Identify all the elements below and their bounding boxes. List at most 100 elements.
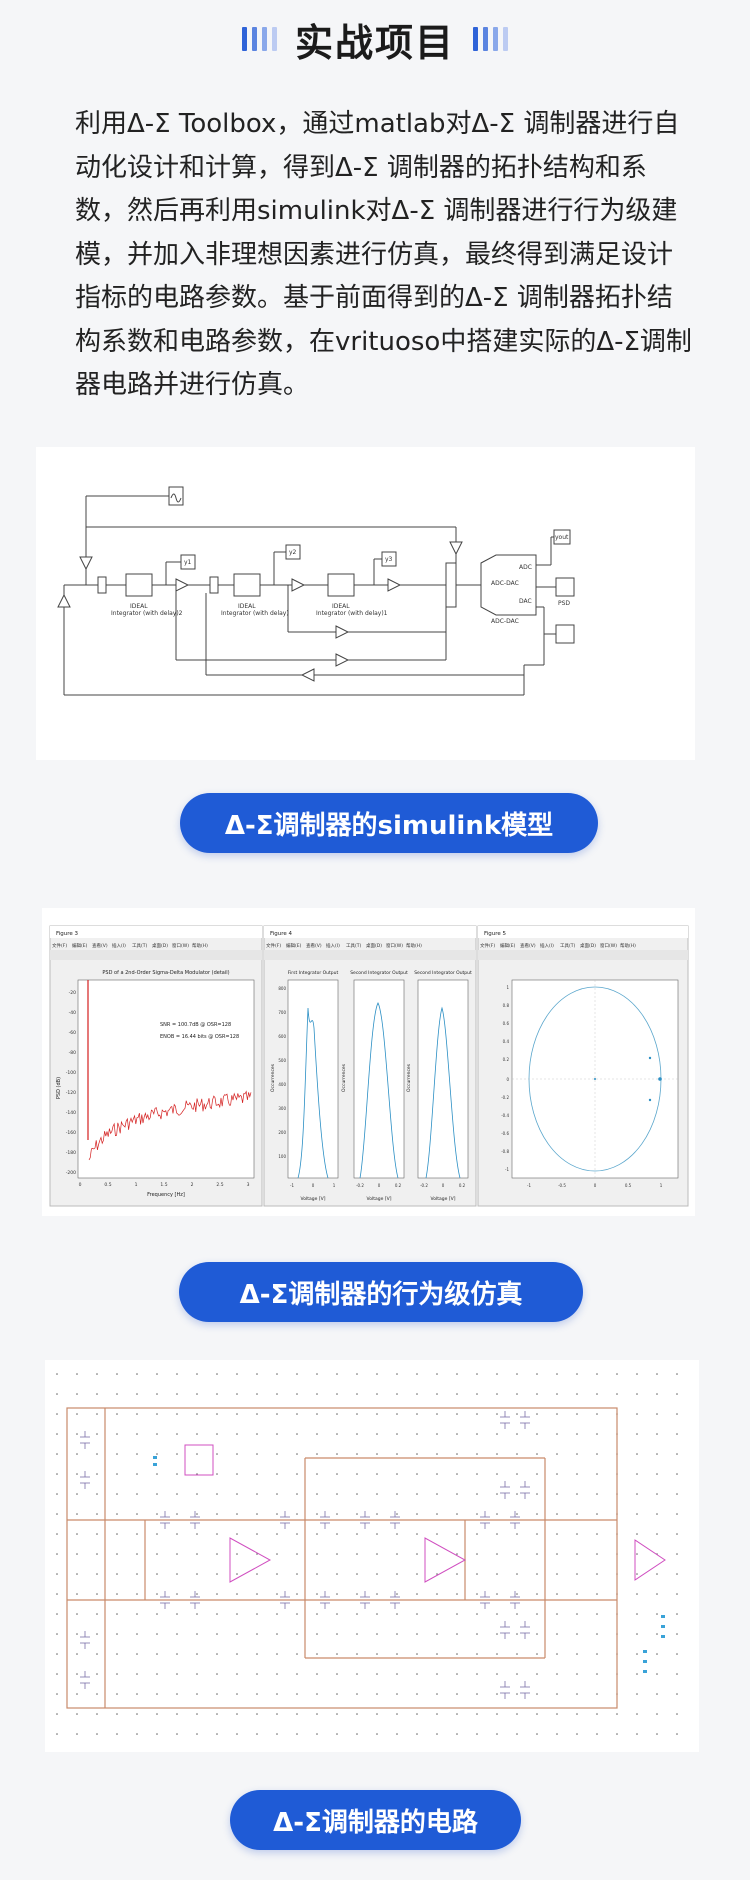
grid-dot [376, 1733, 378, 1735]
circuit-schematic-image [45, 1360, 699, 1752]
grid-dot [256, 1413, 258, 1415]
hist1-xlabel: Voltage [V] [301, 1196, 326, 1202]
psd-ytick: -40 [69, 1010, 76, 1016]
grid-dot [516, 1613, 518, 1615]
menu-item[interactable]: 工具(T) [346, 943, 362, 949]
grid-dot [336, 1493, 338, 1495]
grid-dot [216, 1493, 218, 1495]
menu-item[interactable]: 编辑(E) [286, 942, 302, 949]
grid-dot [376, 1633, 378, 1635]
grid-dot [276, 1573, 278, 1575]
grid-dot [476, 1373, 478, 1375]
grid-dot [236, 1393, 238, 1395]
menu-item[interactable]: 编辑(E) [72, 942, 88, 949]
grid-dot [316, 1393, 318, 1395]
grid-dot [136, 1733, 138, 1735]
hist1-ylabel: Occurrences [270, 1063, 276, 1092]
grid-dot [196, 1653, 198, 1655]
grid-dot [196, 1593, 198, 1595]
grid-dot [216, 1593, 218, 1595]
grid-dot [156, 1393, 158, 1395]
grid-dot [76, 1633, 78, 1635]
grid-dot [196, 1533, 198, 1535]
grid-dot [476, 1513, 478, 1515]
grid-dot [136, 1653, 138, 1655]
grid-dot [556, 1733, 558, 1735]
menu-item[interactable]: 查看(V) [306, 942, 322, 949]
menu-item[interactable]: 工具(T) [132, 943, 148, 949]
menu-item[interactable]: 查看(V) [92, 942, 108, 949]
grid-dot [196, 1693, 198, 1695]
grid-dot [396, 1673, 398, 1675]
grid-dot [596, 1473, 598, 1475]
grid-dot [556, 1633, 558, 1635]
menu-item[interactable]: 插入(I) [112, 942, 126, 949]
grid-dot [136, 1373, 138, 1375]
grid-dot [76, 1493, 78, 1495]
grid-dot [536, 1413, 538, 1415]
grid-dot [396, 1373, 398, 1375]
hist-ytick: 400 [278, 1082, 286, 1087]
grid-dot [276, 1713, 278, 1715]
menu-item[interactable]: 帮助(H) [192, 942, 208, 949]
grid-dot [436, 1733, 438, 1735]
menu-item[interactable]: 桌面(D) [580, 942, 596, 949]
grid-dot [636, 1673, 638, 1675]
pz-ytick: -0.4 [501, 1113, 509, 1118]
grid-dot [156, 1413, 158, 1415]
grid-dot [676, 1513, 678, 1515]
menu-item[interactable]: 窗口(W) [600, 942, 617, 949]
grid-dot [476, 1633, 478, 1635]
menu-item[interactable]: 插入(I) [540, 942, 554, 949]
grid-dot [196, 1493, 198, 1495]
menu-item[interactable]: 桌面(D) [366, 942, 382, 949]
menu-item[interactable]: 文件(F) [52, 942, 67, 949]
grid-dot [596, 1433, 598, 1435]
pz-ytick: 0.6 [503, 1021, 510, 1026]
y3-label: y3 [385, 556, 393, 563]
grid-dot [256, 1493, 258, 1495]
menu-item[interactable]: 帮助(H) [406, 942, 422, 949]
grid-dot [596, 1653, 598, 1655]
grid-dot [396, 1473, 398, 1475]
hist2-xlabel: Voltage [V] [367, 1196, 392, 1202]
grid-dot [256, 1453, 258, 1455]
grid-dot [456, 1713, 458, 1715]
menu-item[interactable]: 窗口(W) [172, 942, 189, 949]
grid-dot [576, 1413, 578, 1415]
grid-dot [436, 1633, 438, 1635]
menu-item[interactable]: 查看(V) [520, 942, 536, 949]
grid-dot [196, 1613, 198, 1615]
grid-dot [456, 1593, 458, 1595]
grid-dot [156, 1593, 158, 1595]
menu-item[interactable]: 桌面(D) [152, 942, 168, 949]
grid-dot [156, 1513, 158, 1515]
grid-dot [436, 1373, 438, 1375]
grid-dot [536, 1393, 538, 1395]
grid-dot [216, 1373, 218, 1375]
grid-dot [636, 1713, 638, 1715]
pz-ytick: -0.6 [501, 1131, 509, 1136]
menu-item[interactable]: 帮助(H) [620, 942, 636, 949]
grid-dot [316, 1613, 318, 1615]
menu-item[interactable]: 编辑(E) [500, 942, 516, 949]
grid-dot [636, 1453, 638, 1455]
grid-dot [176, 1453, 178, 1455]
grid-dot [596, 1533, 598, 1535]
grid-dot [516, 1673, 518, 1675]
menu-item[interactable]: 工具(T) [560, 943, 576, 949]
grid-dot [656, 1573, 658, 1575]
grid-dot [556, 1613, 558, 1615]
grid-dot [376, 1453, 378, 1455]
hist3-xtick: 0.2 [459, 1183, 466, 1188]
grid-dot [96, 1533, 98, 1535]
menu-item[interactable]: 窗口(W) [386, 942, 403, 949]
grid-dot [296, 1593, 298, 1595]
grid-dot [56, 1673, 58, 1675]
menu-item[interactable]: 文件(F) [266, 942, 281, 949]
header-bar [493, 27, 498, 51]
menu-item[interactable]: 插入(I) [326, 942, 340, 949]
psd-enob: ENOB = 16.44 bits @ OSR=128 [160, 1034, 239, 1040]
menu-item[interactable]: 文件(F) [480, 942, 495, 949]
grid-dot [356, 1653, 358, 1655]
